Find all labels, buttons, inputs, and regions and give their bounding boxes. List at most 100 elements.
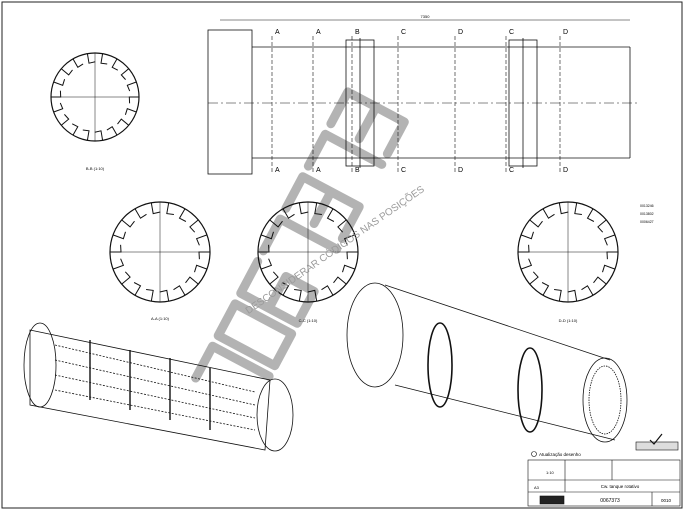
section-view-a xyxy=(109,201,211,303)
format-value: A3 xyxy=(534,485,540,490)
lifter-flight xyxy=(51,90,62,98)
section-label-b: B-B (1:10) xyxy=(86,166,105,171)
lifter-flight xyxy=(82,129,90,141)
cut-mark-label: C xyxy=(401,29,406,36)
drawing-title: Cw. tanque rotativo xyxy=(601,484,640,489)
section-view-b xyxy=(50,52,140,142)
lifter-flight xyxy=(606,251,618,260)
title-block xyxy=(527,433,681,507)
lifter-flight xyxy=(269,219,283,228)
inlet-ring xyxy=(207,29,253,175)
cut-mark-label: D xyxy=(458,167,463,174)
balloon-code-1: 0013246 xyxy=(640,204,654,208)
lifter-flight xyxy=(342,264,356,273)
lifter-flight xyxy=(112,258,125,270)
cut-mark-label: A xyxy=(275,167,280,174)
lifter-flight xyxy=(72,58,84,69)
lifter-flight xyxy=(281,282,290,296)
section-views xyxy=(50,52,619,303)
lifter-flight xyxy=(94,130,104,141)
lifter-flight xyxy=(542,208,555,219)
lifter-flight xyxy=(53,102,64,113)
scale-value: 1:10 xyxy=(546,470,555,475)
lifter-flight xyxy=(603,234,616,246)
lifter-flight xyxy=(326,208,335,222)
lifter-flight xyxy=(593,276,607,285)
lifter-flight xyxy=(124,108,137,115)
lifter-flight xyxy=(260,258,273,270)
lifter-flight xyxy=(86,53,96,64)
lifter-flight xyxy=(150,202,161,215)
lifter-flight xyxy=(282,208,295,219)
section-view-d xyxy=(517,201,619,303)
lifter-flight xyxy=(520,258,533,270)
lifter-flight xyxy=(558,202,569,215)
drawing-number: 0067373 xyxy=(600,498,620,504)
watermark-digit xyxy=(213,299,297,371)
section-label-c: C-C (1:10) xyxy=(299,318,318,323)
lifter-flight xyxy=(173,285,186,296)
lifter-flight xyxy=(294,289,302,302)
revision-balloon xyxy=(531,451,537,457)
cut-mark-label: A xyxy=(316,29,321,36)
lifter-flight xyxy=(321,285,334,296)
section-label-a: A-A (1:10) xyxy=(151,316,170,321)
balloon-code-2: 0013802 xyxy=(640,212,654,216)
lifter-flight xyxy=(520,231,534,240)
lifter-flight xyxy=(541,282,550,296)
overall-length-dimension: 7350 xyxy=(421,14,431,19)
cut-mark-label: A xyxy=(275,29,280,36)
lifter-flight xyxy=(298,202,309,215)
lifter-flight xyxy=(133,282,142,296)
lifter-flight xyxy=(110,244,122,253)
section-view-c xyxy=(257,201,359,303)
lifter-flight xyxy=(574,202,582,215)
lifter-flight xyxy=(586,208,595,222)
cut-mark-label: D xyxy=(563,29,568,36)
watermark-digit xyxy=(258,214,342,256)
lifter-flight xyxy=(597,219,607,233)
lifter-flight xyxy=(307,289,318,302)
lifter-flight xyxy=(178,208,187,222)
lifter-flight xyxy=(518,244,530,253)
sheet-number: 0010 xyxy=(661,498,672,503)
section-label-d: D-D (1:10) xyxy=(559,318,578,323)
lifter-flight xyxy=(260,231,274,240)
watermark-digit xyxy=(191,341,274,383)
cut-mark-label: A xyxy=(316,167,321,174)
lifter-flight xyxy=(111,58,119,71)
lifter-flight xyxy=(333,276,347,285)
lifter-flight xyxy=(258,244,270,253)
watermark-digit xyxy=(236,256,319,328)
lifter-flight xyxy=(121,271,131,285)
lifter-flight xyxy=(529,219,543,228)
isometric-exterior-view xyxy=(346,282,628,443)
lifter-flight xyxy=(146,289,154,302)
lifter-flight xyxy=(314,202,322,215)
balloon-code-3: 0006427 xyxy=(640,220,654,224)
lifter-flight xyxy=(71,123,79,136)
revision-note: Atualização desenho xyxy=(539,452,581,457)
lifter-flight xyxy=(117,118,130,126)
lifter-flight xyxy=(134,208,147,219)
lifter-flight xyxy=(554,289,562,302)
lifter-flight xyxy=(602,264,616,273)
lifter-flight xyxy=(126,81,137,92)
lifter-flight xyxy=(346,251,358,260)
lifter-flight xyxy=(121,219,135,228)
watermark-digit xyxy=(326,87,409,159)
lifter-flight xyxy=(194,264,208,273)
cut-mark-label: D xyxy=(458,29,463,36)
lifter-flight xyxy=(529,271,539,285)
watermark-digit xyxy=(303,129,387,171)
cut-mark-label: B xyxy=(355,167,360,174)
lifter-flight xyxy=(185,276,199,285)
lifter-flight xyxy=(269,271,279,285)
lifter-flight xyxy=(120,68,130,80)
watermark-digit xyxy=(281,172,364,244)
lifter-flight xyxy=(112,231,126,240)
cut-mark-label: C xyxy=(401,167,406,174)
watermark-number-graphic xyxy=(191,87,409,383)
